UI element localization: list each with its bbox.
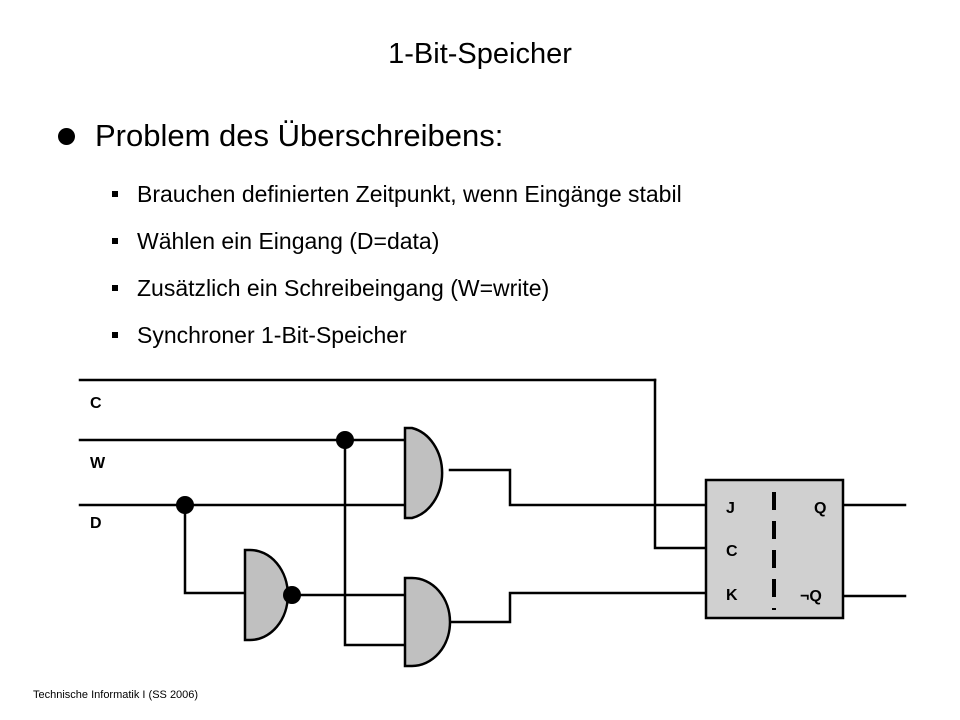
- bullet-dot-icon: [58, 127, 75, 145]
- label-d-input: D: [90, 515, 102, 532]
- and-gate-upper: [403, 426, 444, 520]
- slide-title: 1-Bit-Speicher: [388, 38, 572, 70]
- label-w-input: W: [90, 455, 106, 472]
- main-bullet-text: Problem des Überschreibens:: [95, 118, 504, 153]
- square-bullet-icon: [112, 190, 118, 197]
- wire-and2-to-k: [448, 591, 708, 624]
- junction-dot-w: [336, 431, 354, 449]
- label-ff-j: J: [726, 500, 735, 517]
- label-ff-c: C: [726, 543, 738, 560]
- not-and-gate: [243, 548, 290, 642]
- sub-bullet-text: Brauchen definierten Zeitpunkt, wenn Ein…: [137, 180, 682, 207]
- square-bullet-icon: [112, 331, 118, 338]
- label-ff-not-q: ¬Q: [800, 588, 822, 605]
- label-c-input: C: [90, 395, 102, 412]
- sub-bullet-item: Wählen ein Eingang (D=data): [112, 217, 682, 264]
- sub-bullet-item: Zusätzlich ein Schreibeingang (W=write): [112, 264, 682, 311]
- label-ff-k: K: [726, 587, 738, 604]
- sub-bullet-list: Brauchen definierten Zeitpunkt, wenn Ein…: [112, 170, 682, 358]
- sub-bullet-item: Brauchen definierten Zeitpunkt, wenn Ein…: [112, 170, 682, 217]
- junction-dot-d: [176, 496, 194, 514]
- wire-and1-to-j: [448, 468, 708, 507]
- footer-text: Technische Informatik I (SS 2006): [33, 689, 199, 701]
- square-bullet-icon: [112, 237, 118, 244]
- square-bullet-icon: [112, 284, 118, 291]
- sub-bullet-item: Synchroner 1-Bit-Speicher: [112, 311, 682, 358]
- main-bullet: Problem des Überschreibens:: [58, 118, 503, 154]
- and-gate-lower: [403, 576, 452, 668]
- sub-bullet-text: Wählen ein Eingang (D=data): [137, 227, 440, 254]
- wire-d-branch: [183, 503, 247, 595]
- sub-bullet-text: Synchroner 1-Bit-Speicher: [137, 321, 407, 348]
- inverter-bubble: [283, 586, 301, 604]
- wire-w-branch: [343, 438, 407, 647]
- sub-bullet-text: Zusätzlich ein Schreibeingang (W=write): [137, 274, 550, 301]
- label-ff-q: Q: [814, 500, 826, 517]
- wire-c-to-ff: [653, 378, 708, 550]
